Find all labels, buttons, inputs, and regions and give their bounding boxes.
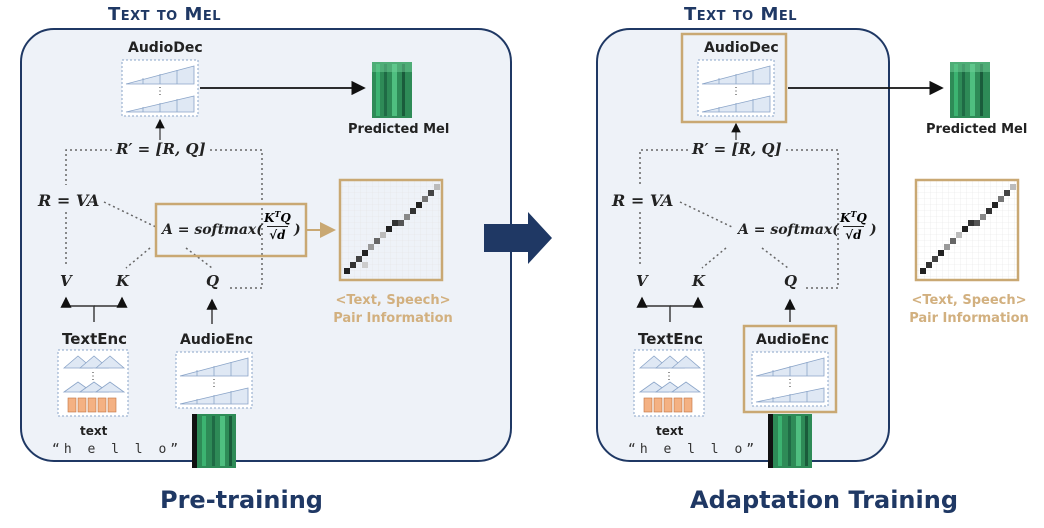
text-label-pretraining: text — [80, 424, 108, 438]
audioenc-label-adaptation: AudioEnc — [756, 332, 830, 348]
panel-title-adaptation: Text to Mel — [684, 4, 798, 25]
svg-text:⋮: ⋮ — [209, 378, 219, 389]
text-label-adaptation: text — [656, 424, 684, 438]
spectrogram-icon-input-adaptation — [768, 414, 812, 468]
pair-info-pretraining: <Text, Speech> Pair Information — [333, 293, 453, 326]
audiodec-block-adaptation: ⋮ — [697, 59, 775, 117]
rprime-equation-adaptation: R′ = [R, Q] — [692, 140, 782, 158]
q-label-adaptation: Q — [784, 272, 798, 290]
svg-text:⋮: ⋮ — [155, 86, 165, 97]
softmax-fraction-adaptation: KTQ√d — [840, 209, 867, 242]
a-equation-adaptation: A = softmax( — [738, 222, 839, 238]
audiodec-block-pretraining: ⋮ — [121, 59, 199, 117]
hello-input-pretraining: “h e l l o” — [52, 442, 183, 457]
r-equation-adaptation: R = VA — [612, 191, 674, 210]
svg-text:⋮: ⋮ — [731, 86, 741, 97]
textenc-block-adaptation: ⋮ — [633, 349, 705, 417]
svg-text:⋮: ⋮ — [664, 371, 674, 382]
audioenc-block-adaptation: ⋮ — [751, 351, 829, 407]
svg-text:⋮: ⋮ — [785, 378, 795, 389]
audioenc-label-pretraining: AudioEnc — [180, 332, 254, 348]
paren-close-pretraining: ) — [294, 222, 301, 238]
paren-close-adaptation: ) — [870, 222, 877, 238]
textenc-label-pretraining: TextEnc — [62, 330, 128, 348]
predicted-mel-label-pretraining: Predicted Mel — [348, 122, 450, 137]
q-label-pretraining: Q — [206, 272, 220, 290]
a-equation-pretraining: A = softmax( — [162, 222, 263, 238]
v-label-pretraining: V — [60, 272, 72, 290]
spectrogram-icon-input-pretraining — [192, 414, 236, 468]
caption-pretraining: Pre-training — [160, 486, 323, 514]
r-equation-pretraining: R = VA — [38, 191, 100, 210]
rprime-equation-pretraining: R′ = [R, Q] — [116, 140, 206, 158]
attention-map-icon-pretraining — [338, 178, 444, 282]
k-label-pretraining: K — [116, 272, 130, 290]
textenc-block-pretraining: ⋮ — [57, 349, 129, 417]
spectrogram-icon-predicted-pretraining — [372, 62, 412, 118]
hello-input-adaptation: “h e l l o” — [628, 442, 759, 457]
predicted-mel-label-adaptation: Predicted Mel — [926, 122, 1028, 137]
audioenc-block-pretraining: ⋮ — [175, 351, 253, 409]
v-label-adaptation: V — [636, 272, 648, 290]
audiodec-label-pretraining: AudioDec — [128, 40, 203, 56]
svg-text:⋮: ⋮ — [88, 371, 98, 382]
softmax-fraction-pretraining: KTQ√d — [264, 209, 291, 242]
panel-title-pretraining: Text to Mel — [108, 4, 222, 25]
pair-info-adaptation: <Text, Speech> Pair Information — [909, 293, 1029, 326]
spectrogram-icon-predicted-adaptation — [950, 62, 990, 118]
caption-adaptation: Adaptation Training — [690, 486, 958, 514]
audiodec-label-adaptation: AudioDec — [704, 40, 779, 56]
k-label-adaptation: K — [692, 272, 706, 290]
textenc-label-adaptation: TextEnc — [638, 330, 704, 348]
attention-map-icon-adaptation — [914, 178, 1020, 282]
arrow-right-icon — [484, 212, 552, 264]
